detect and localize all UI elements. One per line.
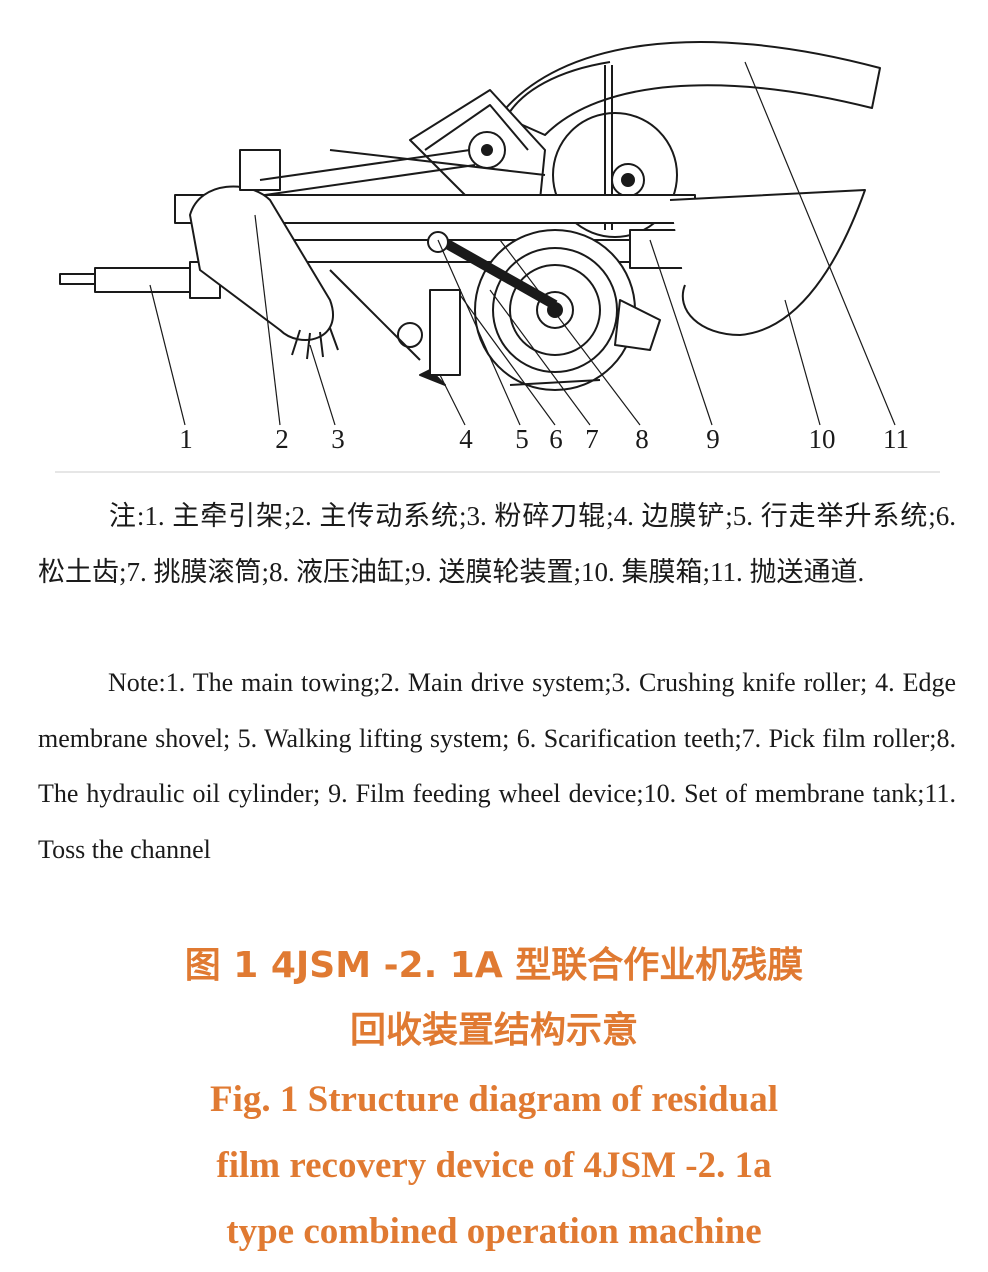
note-english: Note:1. The main towing;2. Main drive sy…: [38, 655, 956, 877]
edge-membrane-shovel: [614, 299, 661, 351]
machine-structure-diagram: 1 2 3 4 5 6 7 8 9 10 11: [55, 41, 940, 473]
note-chinese: 注:1. 主牵引架;2. 主传动系统;3. 粉碎刀辊;4. 边膜铲;5. 行走举…: [38, 488, 956, 600]
callout-9: 9: [706, 424, 720, 454]
caption-english-line2: film recovery device of 4JSM -2. 1a: [216, 1145, 772, 1186]
callout-8: 8: [635, 424, 649, 454]
note-chinese-text: 注:1. 主牵引架;2. 主传动系统;3. 粉碎刀辊;4. 边膜铲;5. 行走举…: [38, 501, 956, 587]
hydraulic-cylinder: [437, 235, 558, 310]
towing-bar: [59, 273, 96, 285]
crushing-roller-guard: [189, 185, 334, 341]
toss-channel: [499, 41, 881, 136]
caption-english-line1: Fig. 1 Structure diagram of residual: [210, 1079, 778, 1120]
callout-10: 10: [809, 424, 836, 454]
callout-4: 4: [459, 424, 473, 454]
caption-english-line3: type combined operation machine: [226, 1211, 762, 1252]
callout-1: 1: [179, 424, 193, 454]
callout-5: 5: [515, 424, 529, 454]
callout-2: 2: [275, 424, 289, 454]
callout-3: 3: [331, 424, 345, 454]
membrane-tank: [669, 189, 866, 336]
callout-11: 11: [883, 424, 909, 454]
caption-chinese-line2: 回收装置结构示意: [349, 1010, 638, 1051]
callout-6: 6: [549, 424, 563, 454]
note-english-text: Note:1. The main towing;2. Main drive sy…: [38, 668, 956, 864]
callout-7: 7: [585, 424, 599, 454]
caption-chinese-line1: 图 1 4JSM -2. 1A 型联合作业机残膜: [184, 945, 804, 986]
